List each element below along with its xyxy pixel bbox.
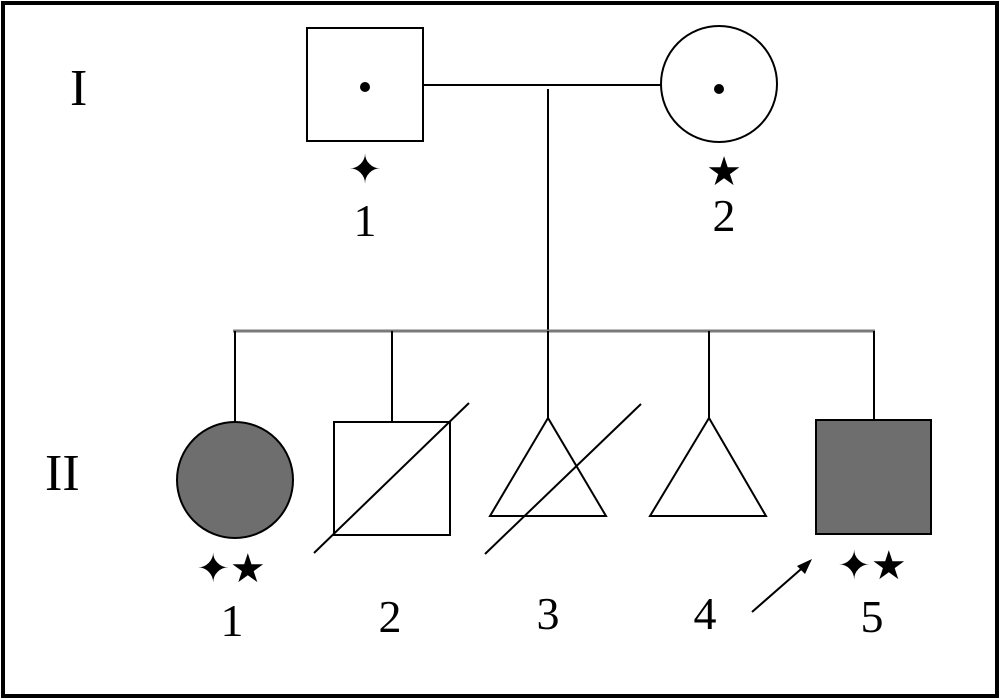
triangle-symbol [648, 416, 768, 517]
carrier-dot [360, 82, 370, 92]
generation-label-I: I [70, 60, 87, 117]
male-square-symbol [815, 419, 932, 535]
proband-arrowhead-icon [797, 559, 812, 574]
genotype-markers: ★ [706, 149, 742, 195]
individual-II-4: 4 [648, 416, 768, 639]
triangle-symbol [488, 416, 608, 517]
female-circle-symbol [176, 421, 294, 539]
individual-I-1: ✦ 1 [306, 27, 424, 246]
genotype-markers: ✦★ [837, 543, 906, 589]
deceased-slash [484, 403, 642, 555]
individual-number: 1 [221, 595, 244, 646]
individual-number: 2 [379, 591, 402, 642]
individual-number: 5 [861, 591, 884, 642]
genotype-markers: ✦ [348, 147, 382, 193]
individual-I-2: ★ 2 [660, 25, 778, 241]
individual-number: 1 [354, 195, 377, 246]
proband-arrow [751, 562, 809, 613]
individual-number: 3 [537, 588, 560, 639]
genotype-markers: ✦★ [196, 546, 265, 592]
deceased-slash [313, 402, 470, 554]
individual-II-2: 2 [313, 402, 470, 642]
individual-II-1: ✦★ 1 [176, 421, 294, 646]
individual-II-5: ✦★ 5 [751, 419, 932, 642]
individual-II-3: 3 [484, 403, 642, 639]
generation-label-II: II [45, 445, 80, 502]
carrier-dot [714, 84, 724, 94]
individual-number: 2 [713, 190, 736, 241]
individual-number: 4 [694, 588, 717, 639]
